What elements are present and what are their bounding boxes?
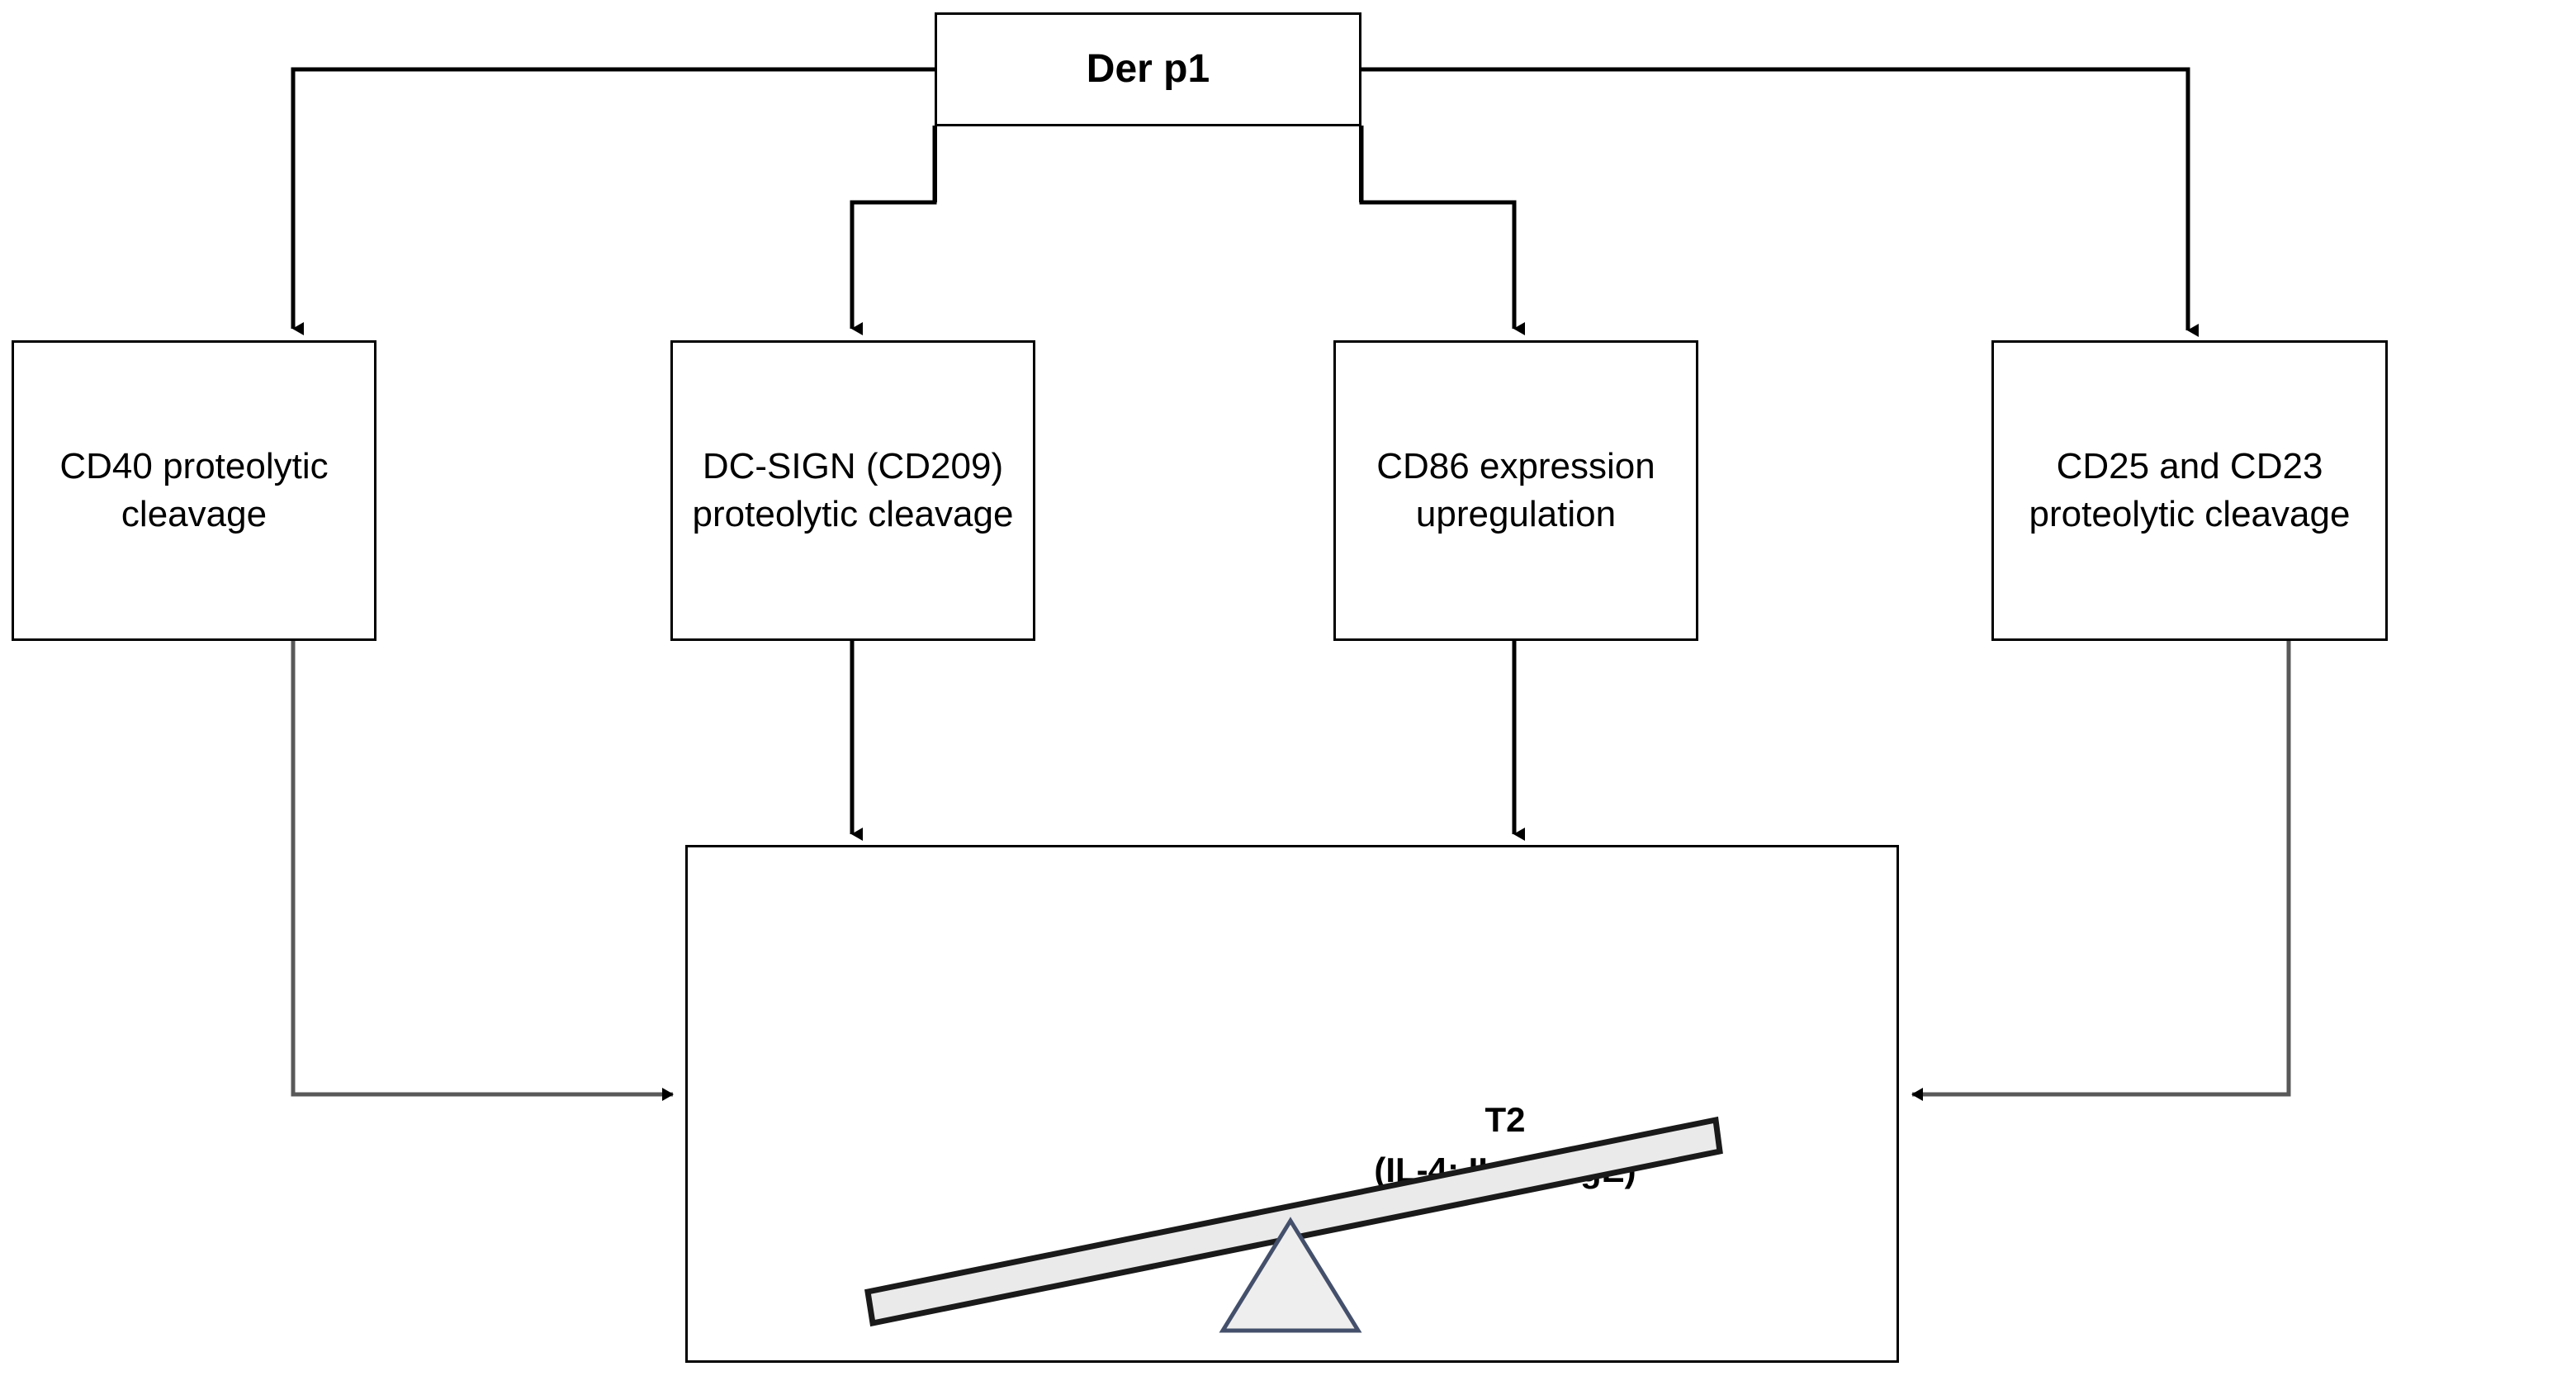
balance-beam [864,1116,1723,1327]
node-cd86-label: CD86 expression upregulation [1376,445,1655,534]
connector-root-to-cd25 [1361,67,2199,337]
node-cd40-proteolytic-cleavage[interactable]: CD40 proteolytic cleavage [12,340,376,641]
node-der-p1[interactable]: Der p1 [935,12,1361,126]
node-t1-t2-balance[interactable]: T2 (IL-4; IL-13; IgE) T1 (IL-12; INF) [685,845,1899,1363]
balance-scale-icon [864,1116,1723,1333]
balance-fulcrum [1219,1217,1362,1333]
node-cd40-label: CD40 proteolytic cleavage [59,445,329,534]
node-cd25-cd23-proteolytic-cleavage[interactable]: CD25 and CD23 proteolytic cleavage [1991,340,2388,641]
connector-root-to-dcsign [850,126,937,335]
connector-root-to-cd86 [1359,126,1525,335]
connector-cd25-to-balance [1911,641,2291,1101]
node-cd25-cd23-label: CD25 and CD23 proteolytic cleavage [2029,445,2351,534]
node-dc-sign-proteolytic-cleavage[interactable]: DC-SIGN (CD209) proteolytic cleavage [670,340,1035,641]
node-der-p1-label: Der p1 [1086,47,1210,92]
connector-root-to-cd40 [291,67,935,335]
node-der-p1-stub [935,126,1361,202]
node-dc-sign-label: DC-SIGN (CD209) proteolytic cleavage [692,445,1014,534]
connector-cd40-to-balance [291,641,674,1101]
node-cd86-expression-upregulation[interactable]: CD86 expression upregulation [1333,340,1698,641]
